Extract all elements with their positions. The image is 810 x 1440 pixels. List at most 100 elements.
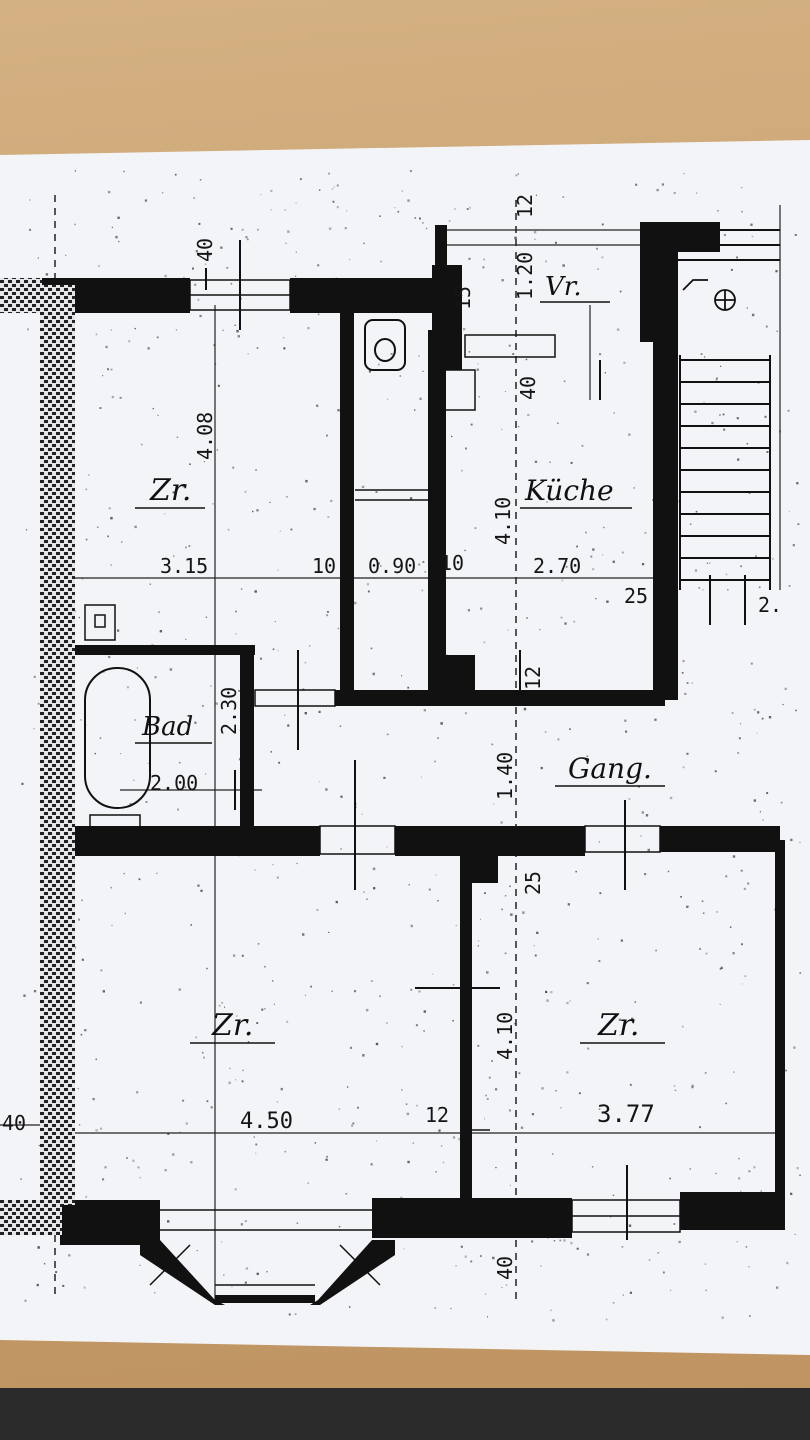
speckle xyxy=(95,1058,97,1061)
speckle xyxy=(147,762,149,764)
speckle xyxy=(111,226,113,229)
speckle xyxy=(523,707,527,711)
speckle xyxy=(437,900,439,902)
speckle xyxy=(739,723,742,725)
brick-wall-top xyxy=(0,278,42,313)
speckle xyxy=(674,1089,677,1091)
speckle xyxy=(330,499,333,503)
speckle xyxy=(397,210,400,213)
speckle xyxy=(477,945,479,947)
room-label-kueche: Küche xyxy=(524,474,614,507)
speckle xyxy=(526,617,528,619)
speckle xyxy=(120,753,122,755)
speckle xyxy=(597,938,599,940)
speckle xyxy=(403,1248,405,1250)
room-label-gang: Gang. xyxy=(568,752,652,785)
speckle xyxy=(619,1034,621,1036)
speckle xyxy=(703,356,706,358)
speckle xyxy=(188,545,191,547)
speckle xyxy=(241,1080,244,1083)
speckle xyxy=(596,247,598,250)
speckle xyxy=(401,675,403,677)
speckle xyxy=(628,433,631,436)
speckle xyxy=(351,1124,354,1127)
speckle xyxy=(192,267,194,270)
speckle xyxy=(483,641,486,644)
speckle xyxy=(134,327,136,330)
speckle xyxy=(435,1171,437,1173)
speckle xyxy=(253,1136,255,1138)
speckle xyxy=(750,662,753,665)
speckle xyxy=(585,531,587,534)
speckle xyxy=(768,716,772,719)
speckle xyxy=(709,562,711,564)
speckle xyxy=(576,545,578,548)
speckle xyxy=(190,924,192,926)
speckle xyxy=(562,264,565,267)
speckle xyxy=(270,209,272,211)
speckle xyxy=(215,702,218,705)
speckle xyxy=(154,1292,156,1294)
speckle xyxy=(177,808,179,811)
speckle xyxy=(337,409,340,412)
speckle xyxy=(232,466,235,469)
speckle xyxy=(336,206,339,209)
speckle xyxy=(450,1307,452,1310)
speckle xyxy=(716,377,718,380)
speckle xyxy=(635,183,638,186)
speckle xyxy=(722,413,725,416)
speckle xyxy=(386,846,388,848)
speckle xyxy=(400,1196,403,1199)
speckle xyxy=(290,528,293,531)
speckle xyxy=(681,672,684,674)
speckle xyxy=(407,199,410,202)
speckle xyxy=(158,611,160,614)
speckle xyxy=(147,347,150,350)
speckle xyxy=(326,434,328,437)
brick-wall-left xyxy=(40,285,75,1205)
speckle xyxy=(149,583,152,585)
speckle xyxy=(592,548,595,551)
speckle xyxy=(534,460,538,463)
speckle xyxy=(184,786,187,789)
speckle xyxy=(491,1060,493,1062)
speckle xyxy=(182,485,185,488)
speckle xyxy=(367,590,370,593)
speckle xyxy=(24,1299,27,1302)
speckle xyxy=(655,949,657,952)
speckle xyxy=(419,397,422,400)
speckle xyxy=(748,1170,751,1173)
speckle xyxy=(45,273,49,276)
speckle xyxy=(119,396,122,399)
speckle xyxy=(372,672,375,676)
speckle xyxy=(698,587,701,589)
speckle xyxy=(788,585,791,587)
speckle xyxy=(407,686,410,689)
speckle xyxy=(633,487,636,489)
speckle xyxy=(732,855,736,858)
speckle xyxy=(491,743,494,746)
speckle xyxy=(569,1000,571,1002)
speckle xyxy=(255,1143,258,1146)
speckle xyxy=(104,1166,107,1169)
speckle xyxy=(702,589,704,591)
speckle xyxy=(484,1293,487,1295)
speckle xyxy=(206,967,208,970)
speckle xyxy=(518,1072,521,1075)
speckle xyxy=(123,170,125,173)
speckle xyxy=(95,1129,98,1132)
speckle xyxy=(681,1025,684,1028)
speckle xyxy=(336,184,339,187)
speckle xyxy=(256,1272,259,1275)
speckle xyxy=(156,872,158,874)
speckle xyxy=(362,1054,365,1057)
speckle xyxy=(221,1001,224,1004)
speckle xyxy=(254,869,256,871)
speckle xyxy=(478,940,480,942)
speckle xyxy=(227,528,230,531)
speckle xyxy=(95,333,98,336)
speckle xyxy=(132,1159,135,1162)
speckle xyxy=(244,490,247,493)
speckle xyxy=(464,712,467,715)
speckle xyxy=(235,633,237,635)
